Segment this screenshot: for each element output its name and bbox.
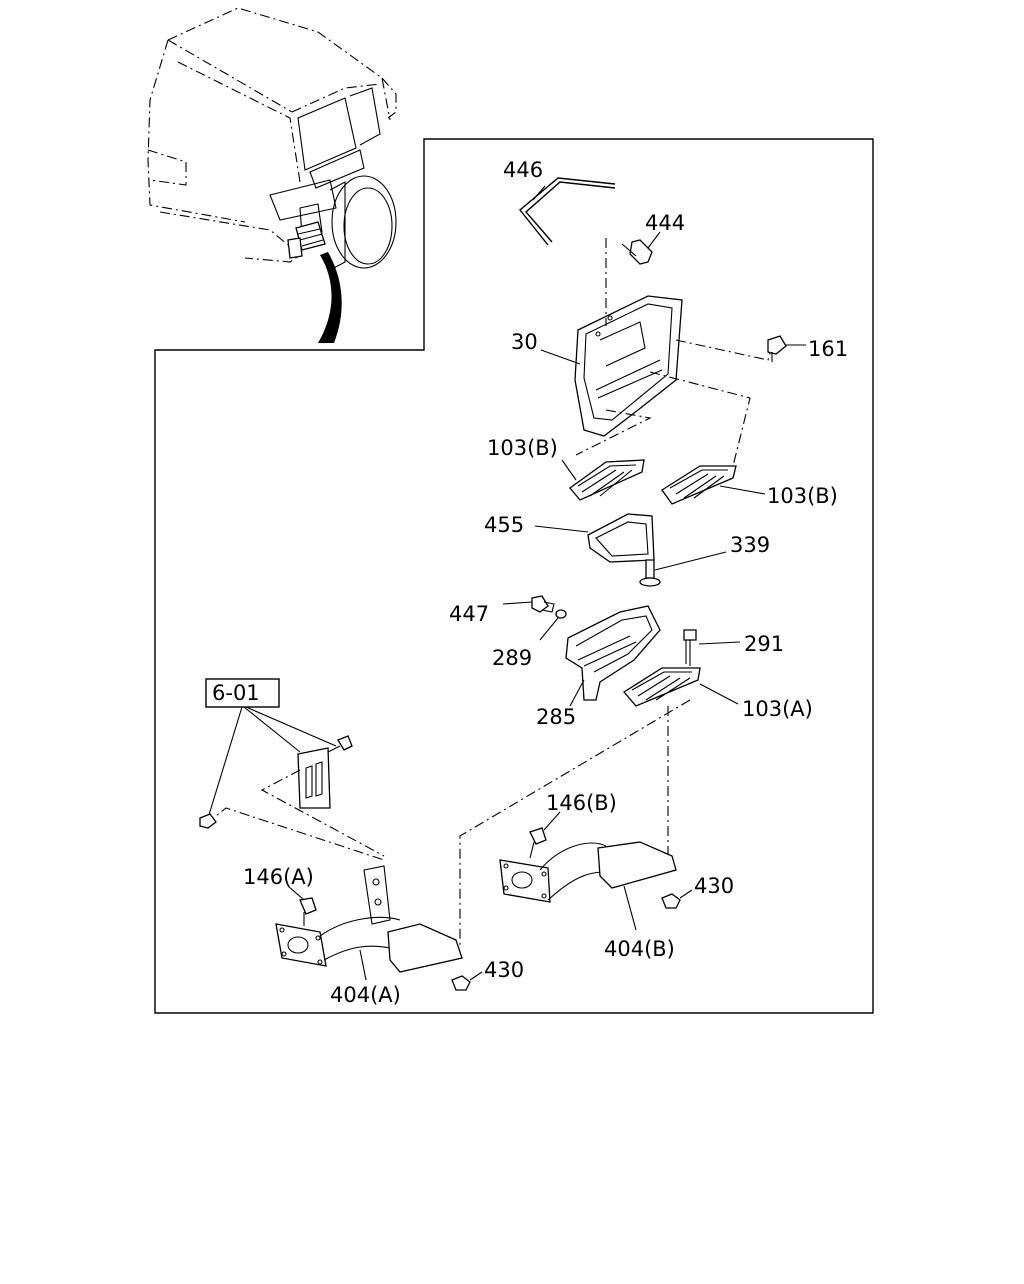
part-146a-bolt: 146(A) [243, 865, 317, 926]
label-404a: 404(A) [330, 983, 401, 1007]
part-404b-step-support: 404(B) [499, 841, 677, 961]
label-455: 455 [484, 513, 524, 537]
part-455-bracket: 455 [484, 513, 655, 563]
reference-box-label: 6-01 [212, 681, 260, 705]
reference-6-01: 6-01 [205, 678, 337, 819]
part-285-step-frame: 285 [536, 605, 661, 729]
label-103b-left: 103(B) [487, 436, 558, 460]
part-30-step-bracket: 30 [511, 295, 683, 437]
part-446-grab-rod: 446 [503, 158, 616, 246]
part-103b-right-step-pad: 103(B) [661, 465, 838, 508]
part-430-nut-left: 430 [451, 958, 524, 991]
mount-plate [205, 747, 385, 861]
small-bolt-upper [327, 735, 353, 753]
part-444-screw: 444 [621, 211, 685, 265]
part-289-washer: 289 [492, 609, 567, 670]
label-446: 446 [503, 158, 543, 182]
part-430-nut-right: 430 [661, 874, 734, 909]
part-146b-bolt: 146(B) [529, 791, 617, 859]
label-161: 161 [808, 337, 848, 361]
label-404b: 404(B) [604, 937, 675, 961]
reference-box [205, 678, 280, 708]
truck-cab-illustration [147, 7, 397, 343]
label-103a: 103(A) [742, 697, 813, 721]
small-nut-lower [199, 813, 217, 829]
label-444: 444 [645, 211, 685, 235]
label-339: 339 [730, 533, 770, 557]
label-30: 30 [511, 330, 538, 354]
pointer-arrow [318, 252, 342, 343]
part-103a-step-pad: 103(A) [623, 667, 813, 721]
part-161-screw: 161 [767, 335, 848, 362]
part-291-bolt: 291 [683, 629, 784, 666]
label-146b: 146(B) [546, 791, 617, 815]
label-289: 289 [492, 646, 532, 670]
part-339-pin: 339 [639, 533, 770, 587]
part-447-bolt: 447 [449, 595, 555, 626]
part-103b-left-step-pad: 103(B) [487, 436, 645, 501]
diagram-frame [154, 138, 874, 1014]
label-430-right: 430 [694, 874, 734, 898]
label-285: 285 [536, 705, 576, 729]
part-404a-step-support: 404(A) [275, 865, 463, 1007]
label-430-left: 430 [484, 958, 524, 982]
label-103b-right: 103(B) [767, 484, 838, 508]
label-447: 447 [449, 602, 489, 626]
label-291: 291 [744, 632, 784, 656]
label-146a: 146(A) [243, 865, 314, 889]
